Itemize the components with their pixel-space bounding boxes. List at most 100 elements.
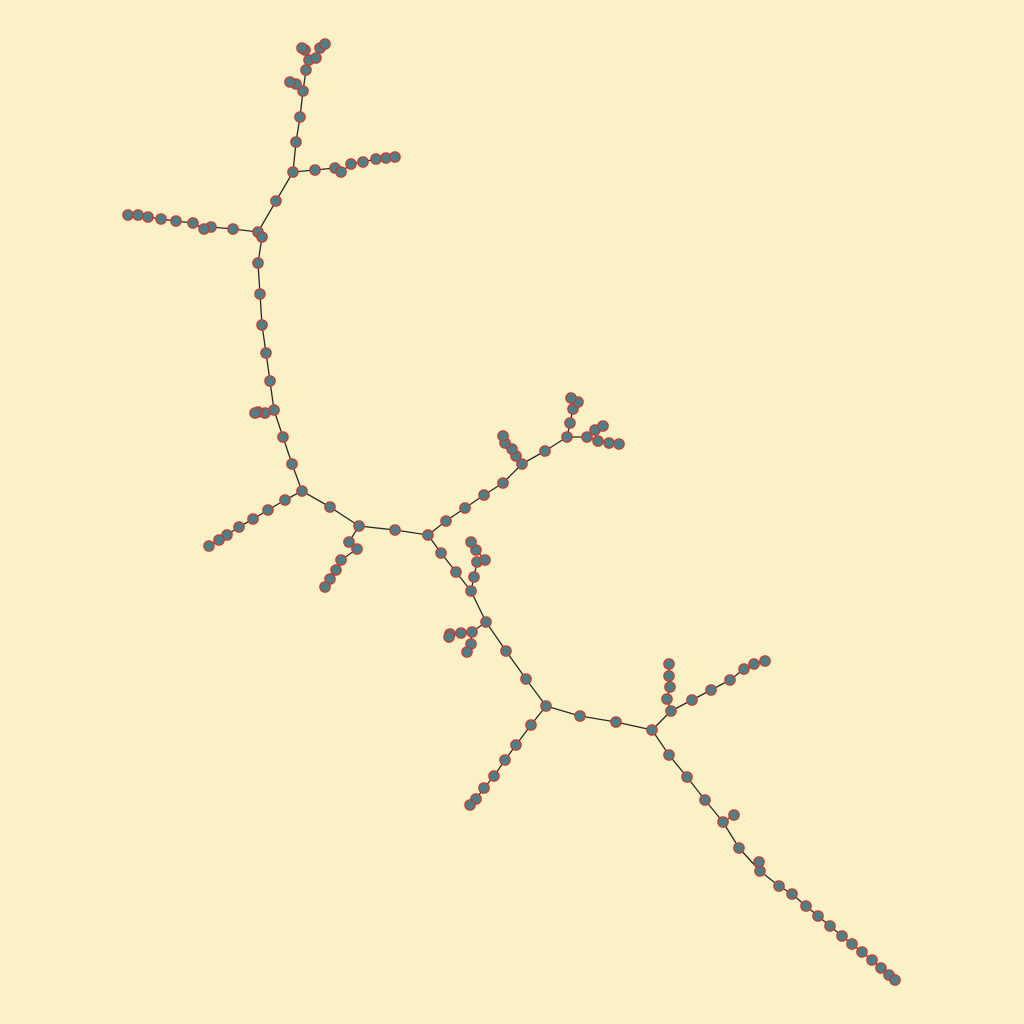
graph-node [681, 771, 693, 783]
graph-node [309, 164, 321, 176]
graph-node [717, 816, 729, 828]
graph-node [773, 880, 785, 892]
graph-node [465, 585, 477, 597]
graph-node [254, 288, 266, 300]
graph-edge [485, 621, 507, 652]
graph-node [296, 42, 308, 54]
graph-node [310, 52, 322, 64]
graph-node [279, 494, 291, 506]
graph-node [759, 655, 771, 667]
graph-node [561, 431, 573, 443]
graph-node [478, 782, 490, 794]
graph-node [540, 700, 552, 712]
graph-node [286, 458, 298, 470]
graph-node [296, 485, 308, 497]
graph-node [686, 694, 698, 706]
graph-node [480, 616, 492, 628]
graph-node [440, 515, 452, 527]
graph-node [748, 658, 760, 670]
graph-node [455, 627, 467, 639]
graph-node [203, 540, 215, 552]
graph-node [613, 438, 625, 450]
graph-node [812, 910, 824, 922]
graph-node [353, 520, 365, 532]
graph-node [497, 477, 509, 489]
graph-node [422, 529, 434, 541]
graph-node [786, 888, 798, 900]
graph-node [461, 646, 473, 658]
graph-node [324, 501, 336, 513]
graph-node [284, 76, 296, 88]
graph-node [262, 504, 274, 516]
graph-node [539, 445, 551, 457]
graph-node [277, 431, 289, 443]
graph-node [875, 962, 887, 974]
graph-node [330, 564, 342, 576]
graph-node [319, 38, 331, 50]
graph-edge [615, 721, 653, 731]
graph-node [800, 900, 812, 912]
graph-node [252, 257, 264, 269]
graph-node [389, 524, 401, 536]
graph-node [665, 705, 677, 717]
graph-node [738, 663, 750, 675]
graph-node [824, 920, 836, 932]
graph-node [478, 489, 490, 501]
graph-node [597, 420, 609, 432]
graph-node [836, 930, 848, 942]
graph-node [610, 716, 622, 728]
graph-node [663, 670, 675, 682]
graph-node [500, 645, 512, 657]
graph-node [466, 626, 478, 638]
graph-node [370, 153, 382, 165]
graph-node [142, 211, 154, 223]
graph-node [270, 195, 282, 207]
graph-node [464, 799, 476, 811]
graph-node [319, 581, 331, 593]
graph-node [728, 809, 740, 821]
graph-node [564, 417, 576, 429]
graph-node [488, 770, 500, 782]
graph-edge [545, 705, 581, 717]
graph-edge [579, 715, 617, 723]
graph-node [264, 375, 276, 387]
graph-node [663, 749, 675, 761]
graph-node [335, 554, 347, 566]
graph-node [357, 156, 369, 168]
graph-node [479, 554, 491, 566]
graph-node [846, 938, 858, 950]
graph-node [520, 673, 532, 685]
graph-node [122, 209, 134, 221]
graph-node [581, 431, 593, 443]
graph-node [247, 513, 259, 525]
graph-node [249, 407, 261, 419]
graph-node [297, 85, 309, 97]
graph-node [565, 392, 577, 404]
graph-node [856, 946, 868, 958]
graph-node [256, 231, 268, 243]
graph-node [443, 631, 455, 643]
graph-node [664, 681, 676, 693]
node-layer [122, 38, 901, 986]
graph-node [699, 794, 711, 806]
graph-node [592, 435, 604, 447]
graph-node [753, 856, 765, 868]
graph-node [516, 458, 528, 470]
graph-node [132, 209, 144, 221]
graph-node [663, 658, 675, 670]
graph-node [468, 571, 480, 583]
graph-node [574, 710, 586, 722]
graph-node [724, 674, 736, 686]
graph-node [187, 217, 199, 229]
graph-node [733, 842, 745, 854]
graph-node [155, 213, 167, 225]
graph-node [603, 437, 615, 449]
graph-node [287, 166, 299, 178]
graph-node [661, 693, 673, 705]
graph-node [889, 974, 901, 986]
graph-node [198, 223, 210, 235]
graph-node [450, 566, 462, 578]
graph-node [294, 111, 306, 123]
graph-node [351, 543, 363, 555]
